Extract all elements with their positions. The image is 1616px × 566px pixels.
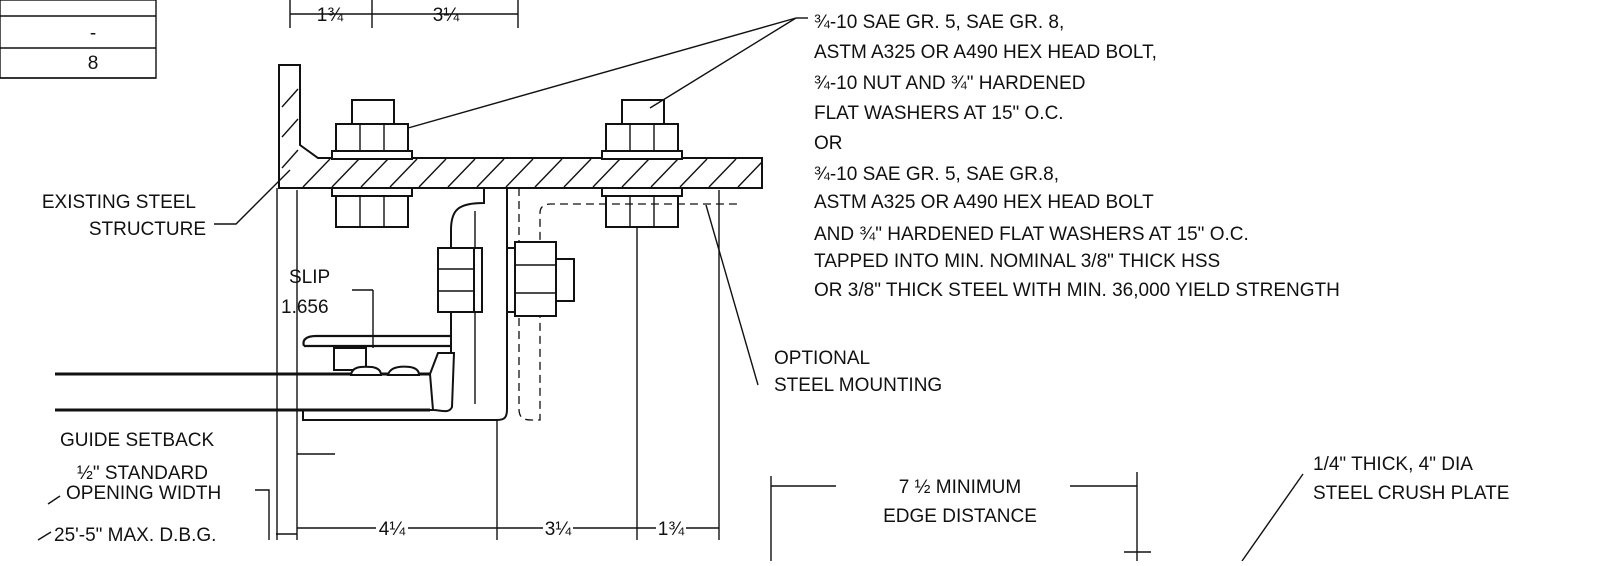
washer [601, 187, 683, 197]
edge-distance-detail: 7 ½ MINIMUM EDGE DISTANCE 1/4" THICK, 4"… [770, 454, 1509, 562]
bracket-flange-edge [302, 334, 451, 347]
crush-plate-label-line2: STEEL CRUSH PLATE [1313, 483, 1509, 504]
note-line: ¾-10 NUT AND ¾" HARDENED [814, 73, 1085, 94]
optional-mounting-label-line1: OPTIONAL [774, 348, 870, 369]
slip-label: SLIP [289, 267, 330, 288]
existing-steel-leader [214, 169, 291, 225]
hex-head [605, 195, 679, 228]
note-line: TAPPED INTO MIN. NOMINAL 3/8" THICK HSS [814, 251, 1220, 272]
side-washer [506, 247, 516, 313]
bolt-tip [351, 99, 395, 125]
hex-nut [605, 123, 679, 152]
max-dbg-arrow [37, 531, 52, 541]
opening-width-label: OPENING WIDTH [66, 483, 221, 504]
crush-plate-leader [1241, 473, 1304, 562]
note-leader-left [407, 17, 797, 129]
crush-plate-label-line1: 1/4" THICK, 4" DIA [1313, 454, 1473, 475]
horizontal-bolt [437, 241, 575, 317]
bolt-assembly-right [601, 99, 683, 228]
existing-steel-label-line2: STRUCTURE [89, 219, 206, 240]
edge-distance-label-line2: EDGE DISTANCE [883, 506, 1037, 527]
slip-value: 1.656 [281, 297, 329, 318]
edge-distance-label-line1: 7 ½ MINIMUM [899, 477, 1021, 498]
note-line: ASTM A325 OR A490 HEX HEAD BOLT [814, 192, 1154, 213]
washer [331, 187, 413, 197]
washer [331, 150, 413, 160]
dim-text-bottom-mid: 3¼ [545, 519, 573, 540]
washer [601, 150, 683, 160]
standard-label: ½" STANDARD [77, 463, 208, 484]
note-line: FLAT WASHERS AT 15" O.C. [814, 103, 1064, 124]
dim-text-bottom-left: 4¼ [379, 519, 407, 540]
opening-width-arrow [47, 495, 61, 505]
guide-setback-label: GUIDE SETBACK [60, 430, 214, 451]
rail-roller [349, 365, 383, 376]
door-rail [55, 347, 456, 413]
table-cell: - [90, 23, 96, 44]
bolt-assembly-left [331, 99, 413, 228]
existing-steel-angle [278, 64, 763, 189]
note-line: ASTM A325 OR A490 HEX HEAD BOLT, [814, 42, 1157, 63]
bottom-dimension: 4¼ 3¼ 1¾ [276, 188, 720, 540]
note-line: ¾-10 SAE GR. 5, SAE GR. 8, [814, 12, 1064, 33]
top-dimension: 1¾ 3¼ [289, 0, 519, 28]
hex-nut [335, 123, 409, 152]
optional-mounting-leader [705, 204, 759, 386]
optional-mounting-label-line2: STEEL MOUNTING [774, 375, 942, 396]
dim-text-top-left: 1¾ [317, 5, 345, 26]
max-dbg-label: 25'-5" MAX. D.B.G. [54, 525, 216, 546]
dim-text-top-mid: 3¼ [433, 5, 461, 26]
table-frame [0, 0, 157, 79]
side-bolt-shank [555, 258, 575, 302]
schedule-table: - 8 [0, 0, 157, 79]
note-line: OR [814, 133, 843, 154]
note-line: ¾-10 SAE GR. 5, SAE GR.8, [814, 164, 1059, 185]
angle-hatch [281, 88, 763, 188]
specification-notes: ¾-10 SAE GR. 5, SAE GR. 8, ASTM A325 OR … [814, 12, 1340, 301]
side-nut [437, 247, 475, 313]
rail-roller [386, 365, 421, 376]
table-cell: 8 [88, 53, 99, 74]
side-washer [473, 247, 483, 313]
rail-end-cap [428, 352, 456, 413]
optional-mounting-outline [518, 188, 740, 421]
hex-head [335, 195, 409, 228]
side-bolt-head [514, 241, 557, 317]
note-line: OR 3/8" THICK STEEL WITH MIN. 36,000 YIE… [814, 280, 1340, 301]
note-leader-right [649, 17, 797, 109]
existing-steel-label-line1: EXISTING STEEL [42, 192, 196, 213]
dim-text-bottom-right: 1¾ [658, 519, 686, 540]
note-line: AND ¾" HARDENED FLAT WASHERS AT 15" O.C. [814, 224, 1249, 245]
opening-width-leader [255, 489, 270, 540]
